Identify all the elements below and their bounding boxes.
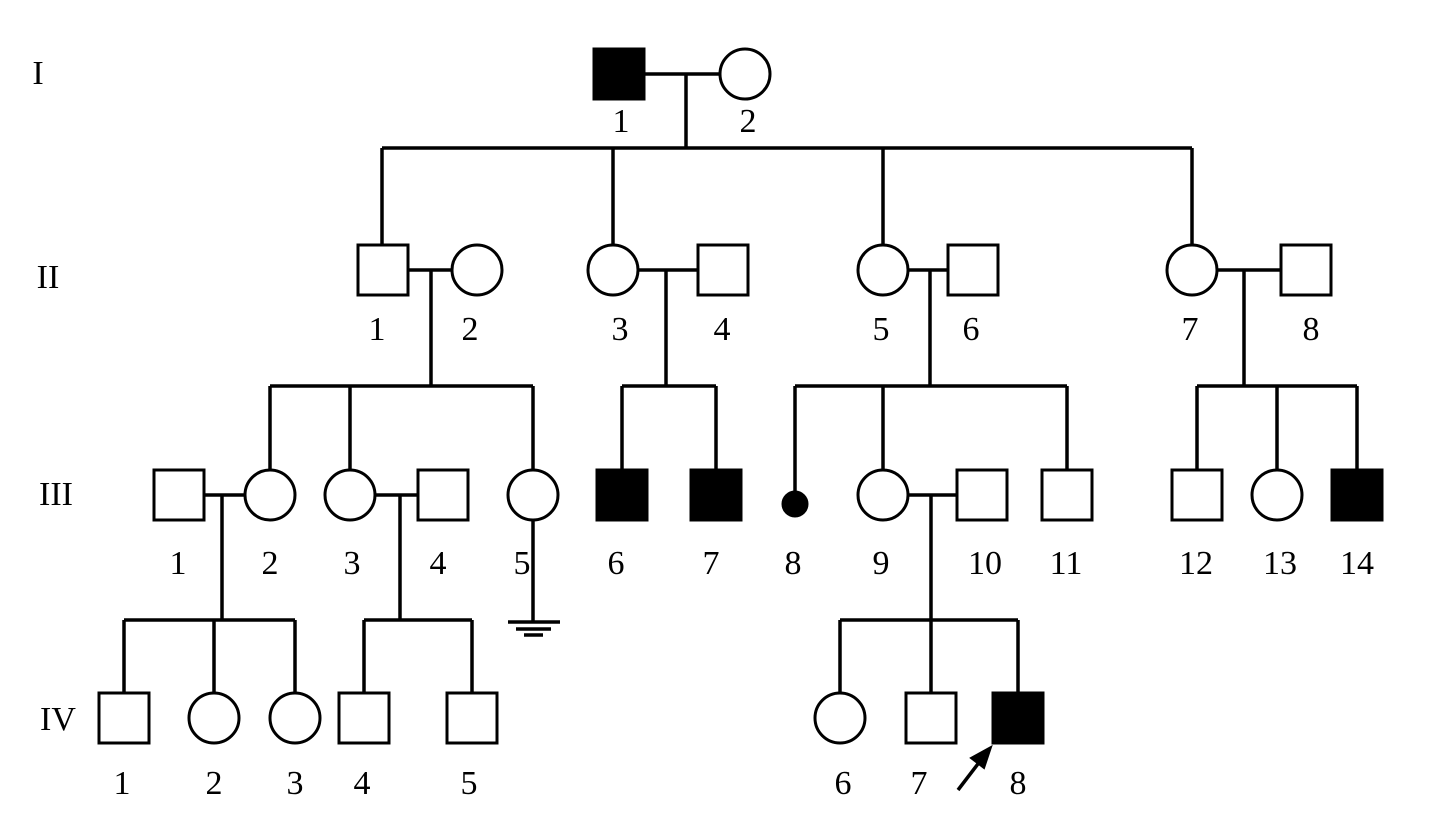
individual-number: 14	[1340, 545, 1374, 582]
affected-male-symbol	[595, 468, 649, 522]
affected-male-symbol	[991, 691, 1045, 745]
individual-number: 3	[344, 545, 361, 582]
individual-number: 3	[287, 765, 304, 802]
male-symbol	[1040, 468, 1094, 522]
generation-label-III: III	[39, 476, 73, 513]
individual-number: 4	[714, 311, 731, 348]
male-symbol	[337, 691, 391, 745]
male-symbol	[1170, 468, 1224, 522]
generation-label-I: I	[32, 55, 43, 92]
individual-number: 13	[1263, 545, 1297, 582]
male-symbol	[152, 468, 206, 522]
individual-number: 8	[1303, 311, 1320, 348]
female-symbol	[506, 468, 560, 522]
individual-number: 9	[873, 545, 890, 582]
female-symbol	[450, 243, 504, 297]
individual-number: 11	[1050, 545, 1083, 582]
female-symbol	[323, 468, 377, 522]
individual-number: 5	[514, 545, 531, 582]
individual-number: 1	[170, 545, 187, 582]
individual-number: 10	[968, 545, 1002, 582]
affected-male-symbol	[689, 468, 743, 522]
individual-number: 12	[1179, 545, 1213, 582]
female-symbol	[1250, 468, 1304, 522]
individual-number: 2	[262, 545, 279, 582]
male-symbol	[445, 691, 499, 745]
individual-number: 1	[114, 765, 131, 802]
individual-number: 7	[703, 545, 720, 582]
individual-number: 5	[873, 311, 890, 348]
affected-male-symbol	[1330, 468, 1384, 522]
individual-number: 1	[369, 311, 386, 348]
individual-number: 4	[354, 765, 371, 802]
male-symbol	[904, 691, 958, 745]
female-symbol	[586, 243, 640, 297]
female-symbol	[856, 468, 910, 522]
individual-number: 6	[835, 765, 852, 802]
individual-number: 6	[963, 311, 980, 348]
individual-number: 1	[613, 103, 630, 140]
individual-number: 5	[461, 765, 478, 802]
female-symbol	[243, 468, 297, 522]
male-symbol	[356, 243, 410, 297]
individual-number: 3	[612, 311, 629, 348]
individual-number: 2	[462, 311, 479, 348]
female-symbol	[1165, 243, 1219, 297]
individual-number: 8	[785, 545, 802, 582]
individual-number: 7	[911, 765, 928, 802]
male-symbol	[946, 243, 1000, 297]
individual-number: 4	[430, 545, 447, 582]
female-symbol	[718, 47, 772, 101]
individual-symbols	[97, 47, 1384, 745]
generation-label-II: II	[37, 259, 60, 296]
affected-infant-symbol	[781, 490, 809, 518]
female-symbol	[813, 691, 867, 745]
male-symbol	[97, 691, 151, 745]
female-symbol	[856, 243, 910, 297]
individual-number: 2	[740, 103, 757, 140]
male-symbol	[955, 468, 1009, 522]
individual-number: 6	[608, 545, 625, 582]
male-symbol	[416, 468, 470, 522]
proband-arrow-head	[969, 744, 993, 770]
connector-lines	[122, 72, 1359, 792]
affected-male-symbol	[592, 47, 646, 101]
female-symbol	[268, 691, 322, 745]
female-symbol	[187, 691, 241, 745]
male-symbol	[1279, 243, 1333, 297]
individual-number: 7	[1182, 311, 1199, 348]
individual-number: 2	[206, 765, 223, 802]
male-symbol	[696, 243, 750, 297]
individual-number: 8	[1010, 765, 1027, 802]
generation-label-IV: IV	[40, 701, 76, 738]
